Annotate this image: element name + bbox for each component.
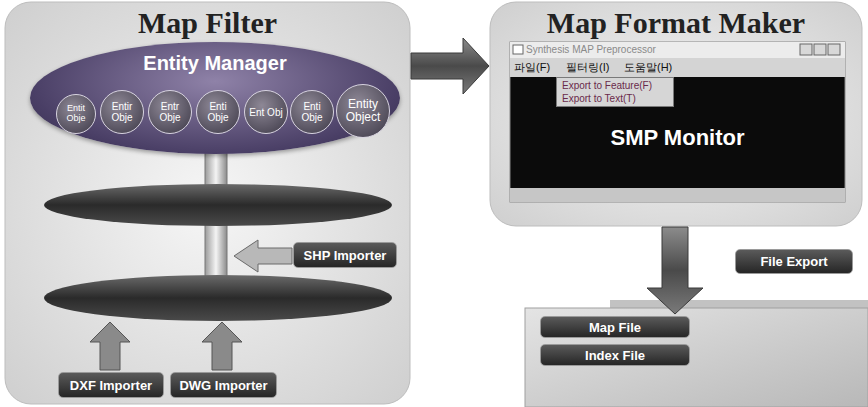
window-button: [828, 44, 840, 55]
module-box: DWG Importer: [170, 372, 277, 398]
entity-circle: Enti Obje: [196, 90, 240, 134]
entity-circle: Entr Obje: [148, 90, 192, 134]
panel-ground: [5, 2, 410, 404]
group-panel: Map FilterEntity ManagerEntit Obje Entir …: [5, 2, 410, 404]
entity-label: Entit Obje: [58, 104, 94, 124]
entity-circle: Entir Obje: [100, 90, 144, 134]
menu-label: 도움말(H): [624, 60, 672, 75]
window-button: [800, 44, 812, 55]
module-box: Map File: [540, 316, 690, 338]
entity-label: Enti Obje: [292, 101, 332, 123]
layer-band: [44, 184, 392, 226]
module-box: Index File: [540, 344, 690, 366]
window-button: [814, 44, 826, 55]
window-title: Synthesis MAP Preprocessor: [526, 44, 845, 55]
monitor-title: SMP Monitor: [510, 125, 845, 151]
panel-ground: [490, 2, 862, 226]
menu-item: Export to Feature(F): [562, 79, 652, 93]
window-icon: [513, 45, 523, 54]
menu-item: Export to Text(T): [562, 92, 636, 106]
dropdown-menu: Export to Feature(F)Export to Text(T): [556, 77, 674, 107]
entity-circle: Entity Object: [336, 84, 390, 138]
panel-title: Map Format Maker: [547, 6, 805, 40]
group-panel: Map Format MakerSynthesis MAP Preprocess…: [490, 2, 862, 226]
entity-label: Entr Obje: [150, 101, 190, 123]
entity-circle: Entit Obje: [56, 94, 96, 134]
box-label: File Export: [760, 254, 827, 269]
connector-stub: [205, 150, 227, 190]
menu-label: 파일(F): [514, 60, 550, 75]
entity-circle: Ent Obj: [244, 90, 288, 134]
menu-label: 필터링(I): [566, 60, 609, 75]
input-arrow: [234, 240, 292, 272]
file-sheet: [525, 308, 868, 407]
module-box: File Export: [735, 249, 853, 274]
window-body: [510, 42, 845, 202]
window-menubar: [510, 58, 845, 77]
box-label: DWG Importer: [179, 378, 267, 393]
entity-label: Ent Obj: [246, 107, 286, 118]
entity-circle: Enti Obje: [290, 90, 334, 134]
box-label: Index File: [585, 348, 645, 363]
module-box: DXF Importer: [58, 372, 164, 398]
app-window: Synthesis MAP PreprocessorSMP Monitor Exp…: [510, 42, 845, 202]
flow-arrow: [647, 227, 703, 314]
window-titlebar: [510, 42, 845, 58]
module-box: SHP Importer: [293, 242, 397, 268]
flow-arrow: [411, 38, 489, 94]
entity-label: Entity Object: [338, 98, 388, 124]
entity-label: Enti Obje: [198, 101, 238, 123]
input-arrow: [90, 322, 130, 370]
panel-title: Map Filter: [138, 6, 277, 40]
box-label: Map File: [589, 320, 641, 335]
manager-ellipse: Entity ManagerEntit Obje Entir Obje Entr O…: [30, 42, 400, 154]
manager-title: Entity Manager: [143, 52, 286, 75]
layer-band: [44, 275, 392, 321]
input-arrow: [202, 322, 242, 370]
entity-label: Entir Obje: [102, 101, 142, 123]
connector-stub: [205, 222, 227, 278]
box-label: SHP Importer: [304, 248, 387, 263]
window-statusbar: [510, 188, 845, 202]
box-label: DXF Importer: [70, 378, 152, 393]
